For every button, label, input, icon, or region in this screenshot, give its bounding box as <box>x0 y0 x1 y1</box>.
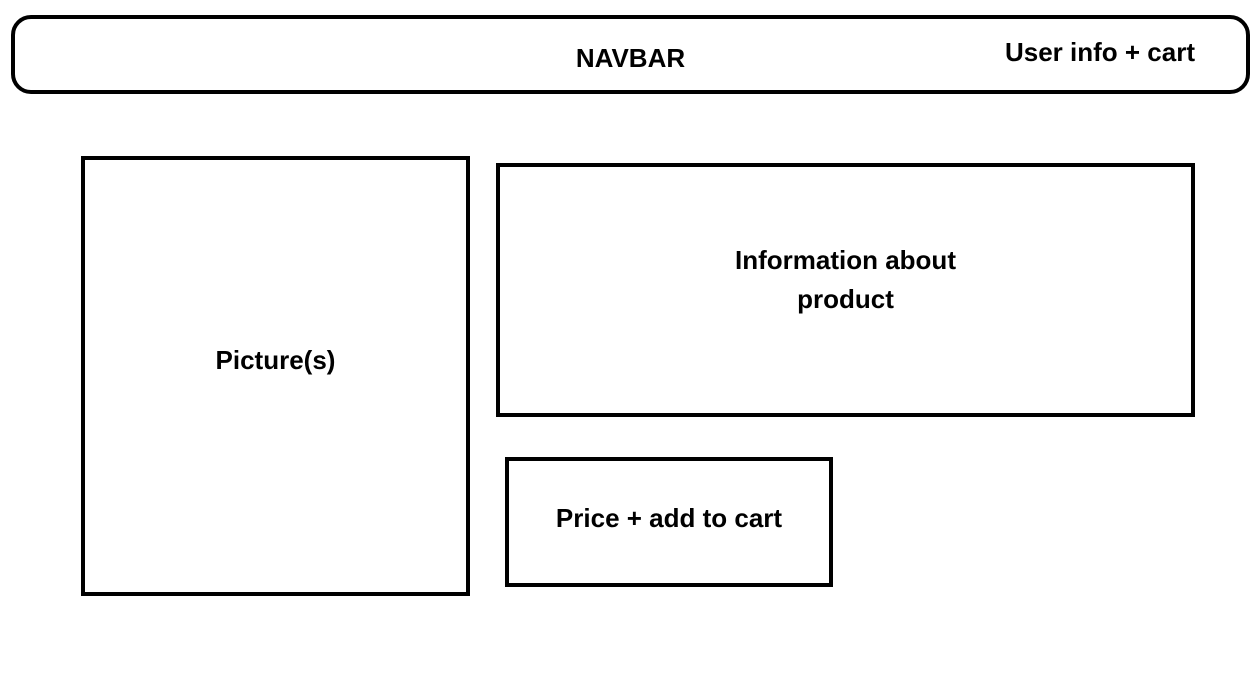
picture-label: Picture(s) <box>215 345 336 375</box>
navbar-box: NAVBAR User info + cart <box>11 15 1250 94</box>
price-add-to-cart-label: Price + add to cart <box>555 503 783 533</box>
product-info-label: Information about product <box>500 241 1191 319</box>
product-info-label-line-1: Information about <box>735 245 956 275</box>
product-info-label-line-2: product <box>797 284 894 314</box>
navbar-label: NAVBAR <box>575 43 686 73</box>
price-add-to-cart-box: Price + add to cart <box>505 457 833 587</box>
user-info-cart-label: User info + cart <box>1004 37 1195 67</box>
product-info-box: Information about product <box>496 163 1195 417</box>
picture-box: Picture(s) <box>81 156 470 596</box>
